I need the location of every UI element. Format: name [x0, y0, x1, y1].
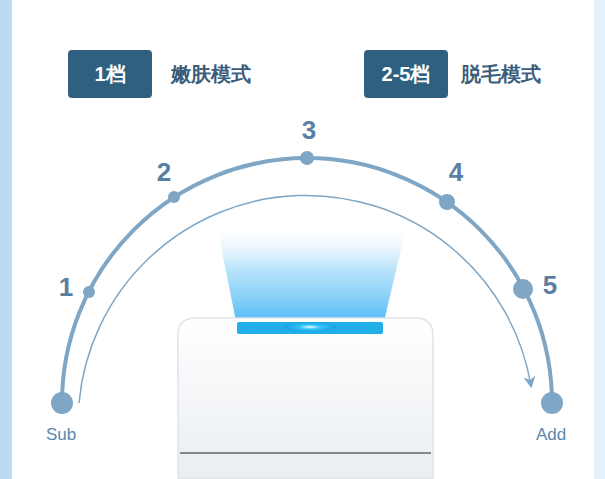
end-label: Sub — [46, 425, 76, 445]
light-glow — [284, 322, 336, 332]
mode-label: 嫩肤模式 — [171, 61, 251, 88]
level-number: 3 — [302, 115, 316, 146]
level-number: 4 — [449, 157, 463, 188]
level-badge: 1档 — [68, 50, 152, 98]
light-window — [237, 322, 383, 334]
level-text: 2-5档 — [382, 61, 431, 88]
device-seam — [180, 452, 431, 454]
light-beam — [218, 232, 405, 326]
level-number: 2 — [157, 157, 171, 188]
device-body — [178, 318, 433, 479]
level-number: 5 — [543, 270, 557, 301]
level-text: 1档 — [94, 61, 125, 88]
mode-label: 脱毛模式 — [461, 61, 541, 88]
level-number: 1 — [59, 272, 73, 303]
end-label: Add — [536, 425, 566, 445]
panel — [12, 0, 594, 479]
level-badge: 2-5档 — [364, 50, 448, 98]
